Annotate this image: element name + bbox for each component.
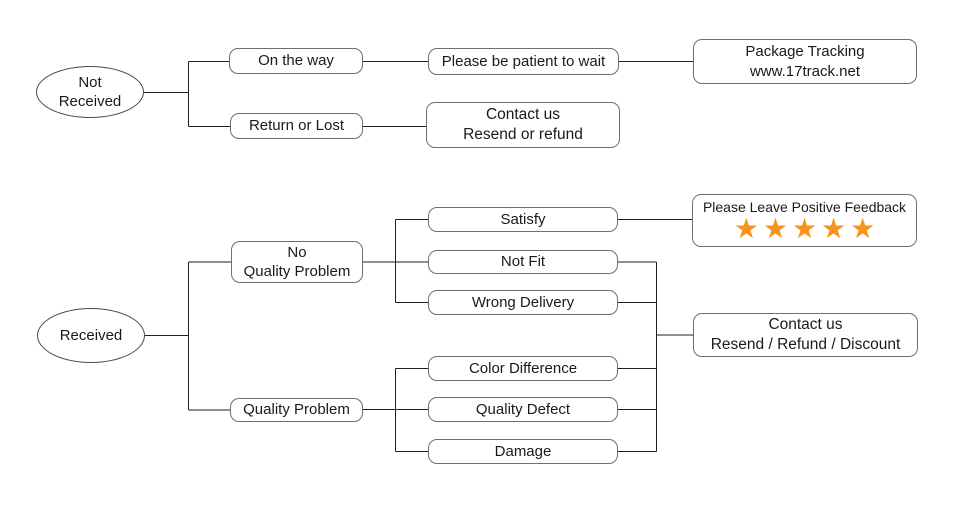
node-please-be-patient-label: Please be patient to wait bbox=[441, 52, 606, 70]
node-package-tracking: Package Tracking www.17track.net bbox=[693, 39, 917, 84]
star-icon: ★ bbox=[821, 213, 847, 245]
node-contact-resend-refund-line1: Contact us bbox=[485, 105, 561, 123]
node-contact-resend-refund-line2: Resend or refund bbox=[463, 126, 583, 143]
star-icon: ★ bbox=[733, 213, 759, 245]
node-please-be-patient: Please be patient to wait bbox=[428, 48, 619, 75]
node-not-received-label-line1: Not bbox=[78, 73, 102, 91]
star-icon: ★ bbox=[850, 213, 876, 245]
node-wrong-delivery: Wrong Delivery bbox=[428, 290, 618, 315]
node-positive-feedback: Please Leave Positive Feedback ★★★★★ bbox=[692, 194, 917, 247]
node-contact-resend-refund-discount-line2: Resend / Refund / Discount bbox=[710, 336, 901, 353]
node-not-fit: Not Fit bbox=[428, 250, 618, 274]
node-on-the-way: On the way bbox=[229, 48, 363, 74]
node-satisfy-label: Satisfy bbox=[500, 210, 546, 228]
node-damage-label: Damage bbox=[494, 442, 552, 460]
node-package-tracking-label-line2: www.17track.net bbox=[749, 62, 861, 80]
node-color-difference: Color Difference bbox=[428, 356, 618, 381]
node-received-label: Received bbox=[59, 326, 123, 344]
node-not-received-label-line2: Received bbox=[58, 93, 122, 110]
node-no-quality-problem-line1: No bbox=[287, 243, 307, 261]
node-satisfy: Satisfy bbox=[428, 207, 618, 232]
star-row: ★★★★★ bbox=[734, 215, 876, 243]
node-not-received: Not Received bbox=[36, 66, 144, 118]
node-not-fit-label: Not Fit bbox=[500, 253, 546, 271]
node-no-quality-problem: No Quality Problem bbox=[231, 241, 363, 283]
node-quality-defect: Quality Defect bbox=[428, 397, 618, 422]
node-damage: Damage bbox=[428, 439, 618, 464]
node-quality-defect-label: Quality Defect bbox=[475, 400, 571, 418]
node-quality-problem-label: Quality Problem bbox=[243, 401, 350, 419]
node-contact-resend-refund-discount: Contact us Resend / Refund / Discount bbox=[693, 313, 918, 357]
node-package-tracking-label-line1: Package Tracking bbox=[745, 43, 865, 60]
node-return-or-lost-label: Return or Lost bbox=[248, 117, 345, 135]
node-on-the-way-label: On the way bbox=[258, 52, 334, 70]
node-wrong-delivery-label: Wrong Delivery bbox=[471, 293, 575, 311]
node-positive-feedback-label: Please Leave Positive Feedback bbox=[702, 199, 907, 215]
node-color-difference-label: Color Difference bbox=[468, 359, 578, 377]
node-contact-resend-refund: Contact us Resend or refund bbox=[426, 102, 620, 148]
star-icon: ★ bbox=[791, 213, 818, 245]
node-no-quality-problem-line2: Quality Problem bbox=[243, 263, 351, 280]
node-received: Received bbox=[37, 308, 145, 363]
node-quality-problem: Quality Problem bbox=[230, 398, 363, 422]
star-icon: ★ bbox=[762, 213, 788, 245]
node-return-or-lost: Return or Lost bbox=[230, 113, 363, 139]
node-contact-resend-refund-discount-line1: Contact us bbox=[768, 315, 843, 333]
